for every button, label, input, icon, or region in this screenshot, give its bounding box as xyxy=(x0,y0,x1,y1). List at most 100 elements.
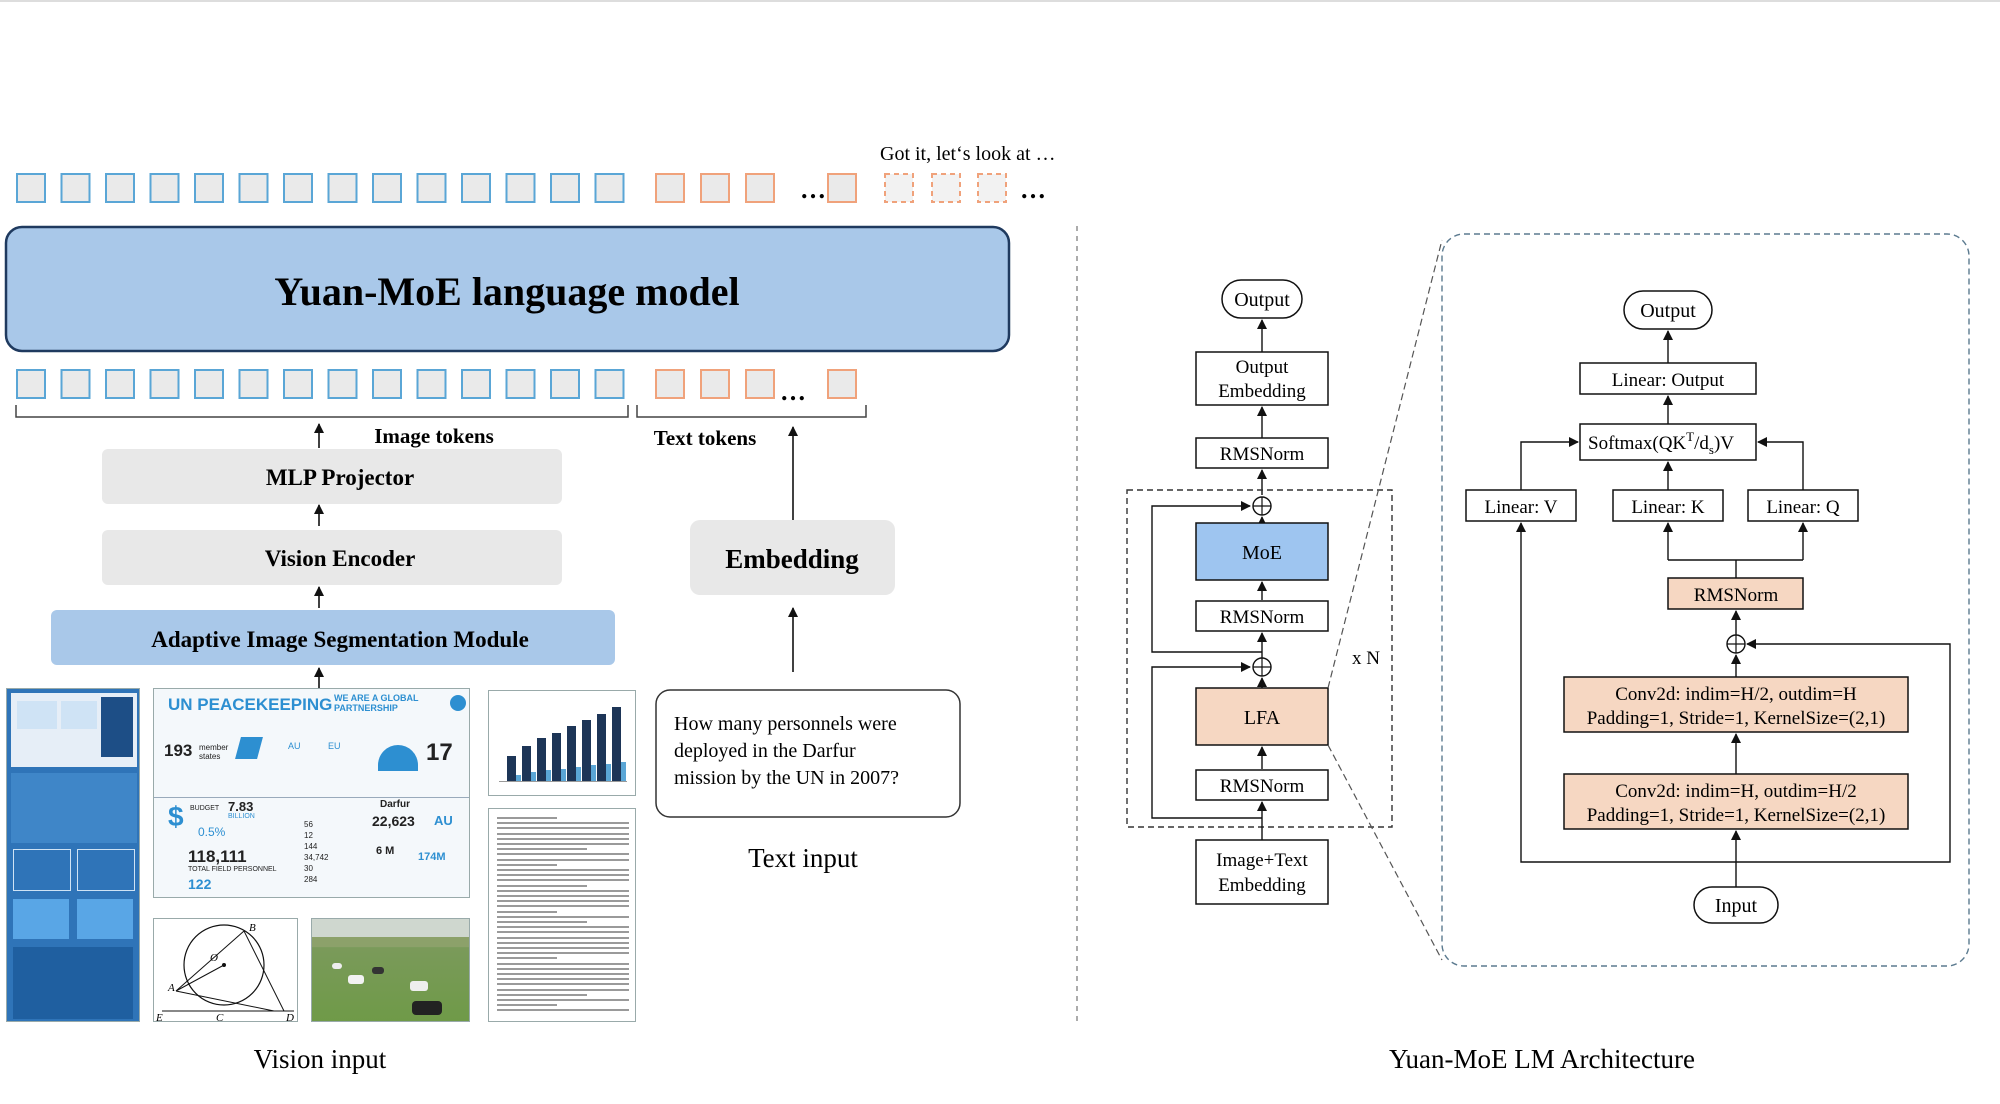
image-token xyxy=(550,369,580,399)
bottom-ellipsis: … xyxy=(780,377,806,406)
linear-k-label: Linear: K xyxy=(1631,497,1705,518)
list-value: 284 xyxy=(304,875,318,884)
generated-token xyxy=(977,173,1007,203)
arrow-q-to-softmax xyxy=(1757,437,1804,490)
text-line xyxy=(497,900,629,903)
percent-value: 0.5% xyxy=(198,825,226,839)
numbers-list: 56 12 144 34,742 30 284 xyxy=(304,819,359,885)
au-label: AU xyxy=(288,741,301,751)
top-caption: Got it, let‘s look at … xyxy=(880,143,1056,165)
moe-label: MoE xyxy=(1242,542,1282,564)
side-strip xyxy=(101,697,133,757)
label-o: O xyxy=(210,952,218,964)
text-line xyxy=(497,988,629,991)
vision-input-caption: Vision input xyxy=(254,1044,387,1074)
input-embedding-line-2: Embedding xyxy=(1218,875,1306,896)
infographic-thumbnail-ml xyxy=(6,688,140,1022)
text-line xyxy=(497,910,557,913)
text-input-caption: Text input xyxy=(748,843,858,873)
input-text-tokens xyxy=(655,369,857,399)
au-eu-block: AU EU xyxy=(266,735,356,771)
detail-rmsnorm-label: RMSNorm xyxy=(1694,585,1779,606)
mini-bar-secondary xyxy=(546,770,551,781)
text-line xyxy=(497,999,629,1001)
label-a: A xyxy=(167,982,175,994)
text-input-box xyxy=(655,689,961,818)
darfur-au: AU xyxy=(434,813,453,828)
million-174: 174M xyxy=(418,851,446,863)
linear-output-label: Linear: Output xyxy=(1612,370,1725,391)
outer-output-label: Output xyxy=(1234,289,1290,311)
mini-bar-secondary xyxy=(561,768,566,781)
mlp-projector-box xyxy=(102,449,562,504)
bar-chart-thumbnail xyxy=(488,690,636,796)
list-value: 12 xyxy=(304,831,313,840)
text-line xyxy=(497,957,557,960)
image-token xyxy=(16,173,46,203)
text-line xyxy=(497,869,629,871)
question-line-3: mission by the UN in 2007? xyxy=(674,767,899,789)
mini-bar xyxy=(537,738,546,781)
cow xyxy=(348,975,364,984)
softmax-label: Softmax(QKT/ds)V xyxy=(1588,429,1734,457)
list-value: 30 xyxy=(304,864,313,873)
paper-page-thumbnail xyxy=(488,808,636,1022)
image-token xyxy=(238,369,269,399)
text-token xyxy=(655,173,685,203)
text-line xyxy=(497,915,629,918)
text-line xyxy=(497,884,587,887)
text-block xyxy=(11,773,137,843)
text-line xyxy=(497,978,629,981)
tangent-line xyxy=(175,990,275,1012)
mini-bar xyxy=(597,713,606,781)
cow xyxy=(332,963,342,969)
image-token xyxy=(461,173,491,203)
yuan-moe-model-box xyxy=(4,225,1011,353)
cows-photo-thumbnail xyxy=(311,918,470,1022)
question-line-2: deployed in the Darfur xyxy=(674,740,856,762)
text-line xyxy=(497,843,629,845)
softmax-main: Softmax(QK xyxy=(1588,433,1686,454)
text-token xyxy=(655,369,685,399)
softmax-box xyxy=(1579,423,1757,461)
chart-area-1 xyxy=(17,701,57,729)
budget-value: 7.83 xyxy=(228,799,254,814)
input-embedding-box xyxy=(1195,839,1329,905)
lfa-box xyxy=(1195,687,1329,746)
mid-rmsnorm-label-1: RMSNorm xyxy=(1220,607,1305,628)
cow xyxy=(412,1001,442,1015)
text-token xyxy=(745,369,775,399)
count-122: 122 xyxy=(188,876,212,892)
side-bd xyxy=(243,930,285,1012)
mid-rmsnorm-box-1 xyxy=(1195,600,1329,632)
budget-unit: BILLION xyxy=(228,813,255,820)
text-line xyxy=(497,926,629,929)
radius-ao xyxy=(175,964,225,992)
flag-icon xyxy=(235,737,263,759)
count-17: 17 xyxy=(426,739,453,766)
top-ellipsis-1: … xyxy=(800,175,826,204)
image-token xyxy=(283,369,313,399)
label-c: C xyxy=(216,1012,224,1022)
embedding-box xyxy=(690,520,895,595)
linear-v-box xyxy=(1465,489,1577,522)
softmax-mid: /d xyxy=(1694,433,1709,454)
dollar-icon: $ xyxy=(168,801,184,832)
text-line xyxy=(497,905,629,908)
center-point xyxy=(222,963,226,967)
arrow-v-to-softmax xyxy=(1520,437,1579,490)
image-token xyxy=(461,369,491,399)
image-token xyxy=(505,369,536,399)
image-token xyxy=(60,173,91,203)
geometry-thumbnail: B O A C E D xyxy=(153,918,298,1022)
detail-output-node xyxy=(1623,290,1713,330)
personnel-number: 118,111 xyxy=(188,847,247,866)
text-line xyxy=(497,973,629,975)
arrow-input-to-v xyxy=(1516,522,1736,863)
output-embedding-box xyxy=(1195,351,1329,406)
mini-bar xyxy=(567,726,576,781)
personnel-label: TOTAL FIELD PERSONNEL xyxy=(188,866,277,873)
list-value: 56 xyxy=(304,820,313,829)
image-token xyxy=(149,369,180,399)
image-token xyxy=(594,173,625,203)
